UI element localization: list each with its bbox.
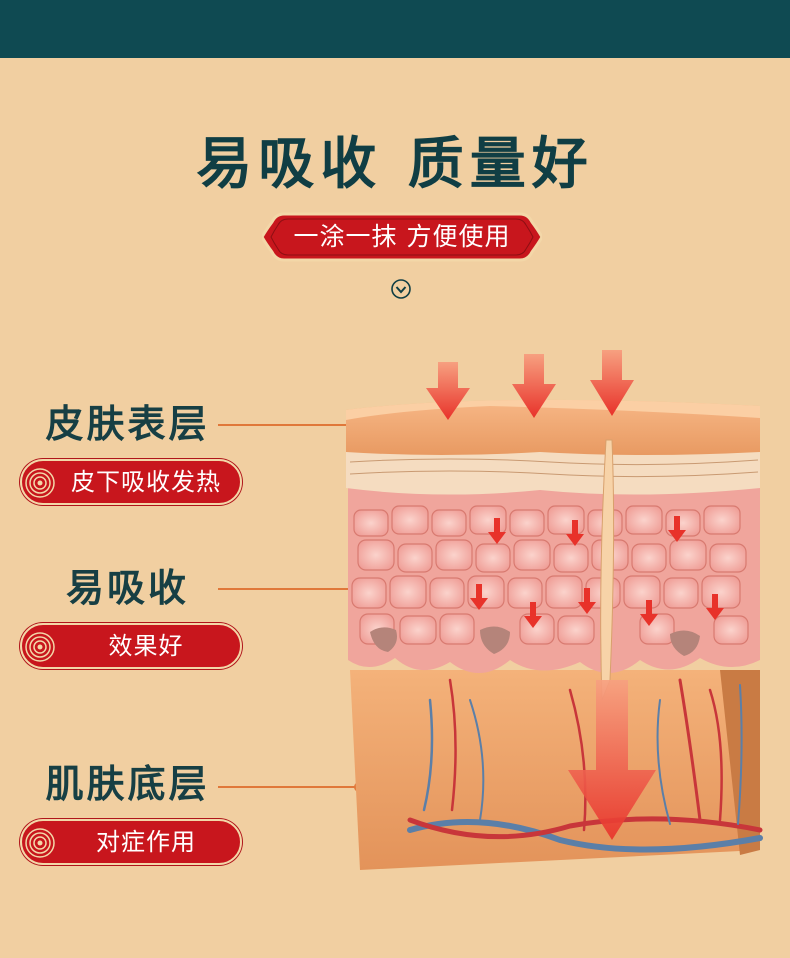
cloud-swirl-icon [25, 468, 55, 498]
chevron-down-circle-icon[interactable] [390, 278, 412, 300]
badge-absorb: 效果好 [20, 623, 242, 669]
subtitle-ribbon: 一涂一抹 方便使用 [262, 210, 542, 264]
badge-text-absorb: 效果好 [108, 632, 184, 660]
skin-cross-section-illustration [346, 350, 763, 870]
badge-text-surface: 皮下吸收发热 [71, 468, 221, 496]
melanocyte-cells [370, 626, 700, 656]
down-arrow-icon [568, 680, 656, 840]
cloud-swirl-icon [25, 828, 55, 858]
leader-line-surface [218, 424, 358, 426]
badge-base: 对症作用 [20, 819, 242, 865]
stratum-corneum [346, 452, 760, 495]
badge-surface: 皮下吸收发热 [20, 459, 242, 505]
dermis-side [720, 670, 760, 855]
layer-label-surface: 皮肤表层 [45, 401, 210, 446]
badge-text-base: 对症作用 [96, 828, 196, 856]
down-arrow-icon [426, 362, 470, 420]
ribbon-shape [262, 212, 542, 262]
leader-line-absorb [218, 588, 358, 590]
blood-vessels [407, 678, 763, 853]
cloud-swirl-icon [25, 632, 55, 662]
page-title: 易吸收 质量好 [196, 131, 594, 197]
layer-label-absorb: 易吸收 [65, 565, 189, 610]
down-arrow-icon [512, 354, 556, 418]
leader-line-base [218, 786, 358, 788]
absorption-arrows-inner [470, 516, 724, 628]
top-banner-bar [0, 0, 790, 58]
corneum-lines [349, 458, 759, 478]
absorption-arrows-top [426, 350, 634, 420]
down-arrow-icon [590, 350, 634, 416]
layer-label-base: 肌肤底层 [45, 761, 210, 806]
ribbon-text: 一涂一抹 方便使用 [293, 222, 511, 251]
